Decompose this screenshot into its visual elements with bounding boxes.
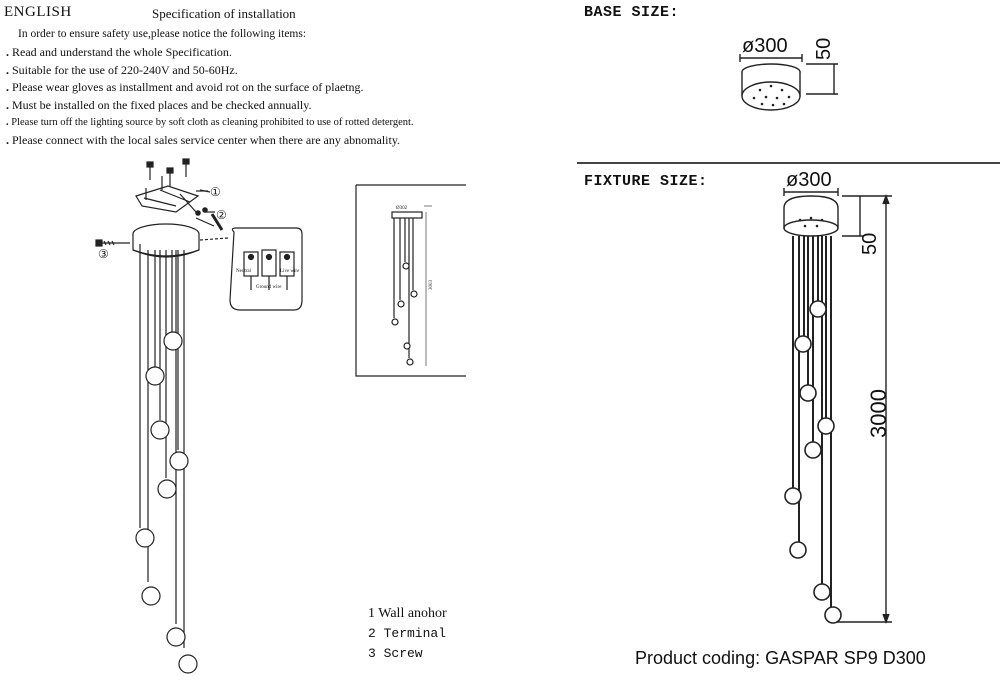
callout-1: ① (210, 185, 221, 199)
screw-parts-icon (145, 158, 190, 200)
section-divider (577, 162, 1000, 164)
wiring-label-live: Live wire (280, 269, 300, 274)
notice-item: Please wear gloves as installment and av… (6, 79, 414, 97)
notice-item: Please connect with the local sales serv… (6, 132, 414, 150)
fixture-total-height-label: 3000 (866, 389, 891, 438)
document-title: Specification of installation (152, 6, 296, 21)
legend-item-screw: 3 Screw (368, 646, 423, 661)
fixture-drawing (783, 188, 892, 624)
intro-text: In order to ensure safety use,please not… (18, 28, 307, 40)
fixture-globes (784, 300, 842, 624)
fixture-diameter-label: ø300 (786, 169, 832, 191)
parts-legend: 1 Wall anohor 2 Terminal 3 Screw (368, 604, 447, 664)
fixture-base-height-label: 50 (859, 233, 881, 255)
notice-list: Read and understand the whole Specificat… (6, 44, 414, 150)
wiring-label-ground: Ground wire (256, 285, 282, 290)
wiring-label-neutral: Neutral (236, 269, 252, 274)
callout-3: ③ (98, 247, 109, 261)
base-drawing (739, 54, 838, 111)
product-coding: Product coding: GASPAR SP9 D300 (635, 648, 926, 668)
language-label: ENGLISH (4, 4, 72, 20)
inset-length: 3003 (429, 280, 434, 291)
notice-item: Suitable for the use of 220-240V and 50-… (6, 62, 414, 80)
wiring-detail-inset (229, 227, 303, 311)
base-diameter-label: ø300 (742, 35, 788, 57)
legend-item-terminal: 2 Terminal (368, 626, 447, 641)
notice-item: Must be installed on the fixed places an… (6, 97, 414, 115)
inset-diameter: Ø302 (396, 206, 408, 211)
fixture-size-heading: FIXTURE SIZE: (584, 173, 708, 190)
screw-icon (95, 239, 130, 247)
pendant-globes-left (135, 331, 198, 674)
callout-2: ② (216, 208, 227, 222)
notice-item: Please turn off the lighting source by s… (6, 114, 413, 132)
base-height-label: 50 (813, 38, 835, 60)
legend-item-wall-anchor: 1 Wall anohor (368, 606, 447, 621)
miniature-diagram (355, 184, 466, 377)
pendant-rods-left (139, 244, 185, 648)
base-size-heading: BASE SIZE: (584, 4, 680, 21)
mounting-bracket-icon (135, 185, 224, 231)
notice-item: Read and understand the whole Specificat… (6, 44, 414, 62)
